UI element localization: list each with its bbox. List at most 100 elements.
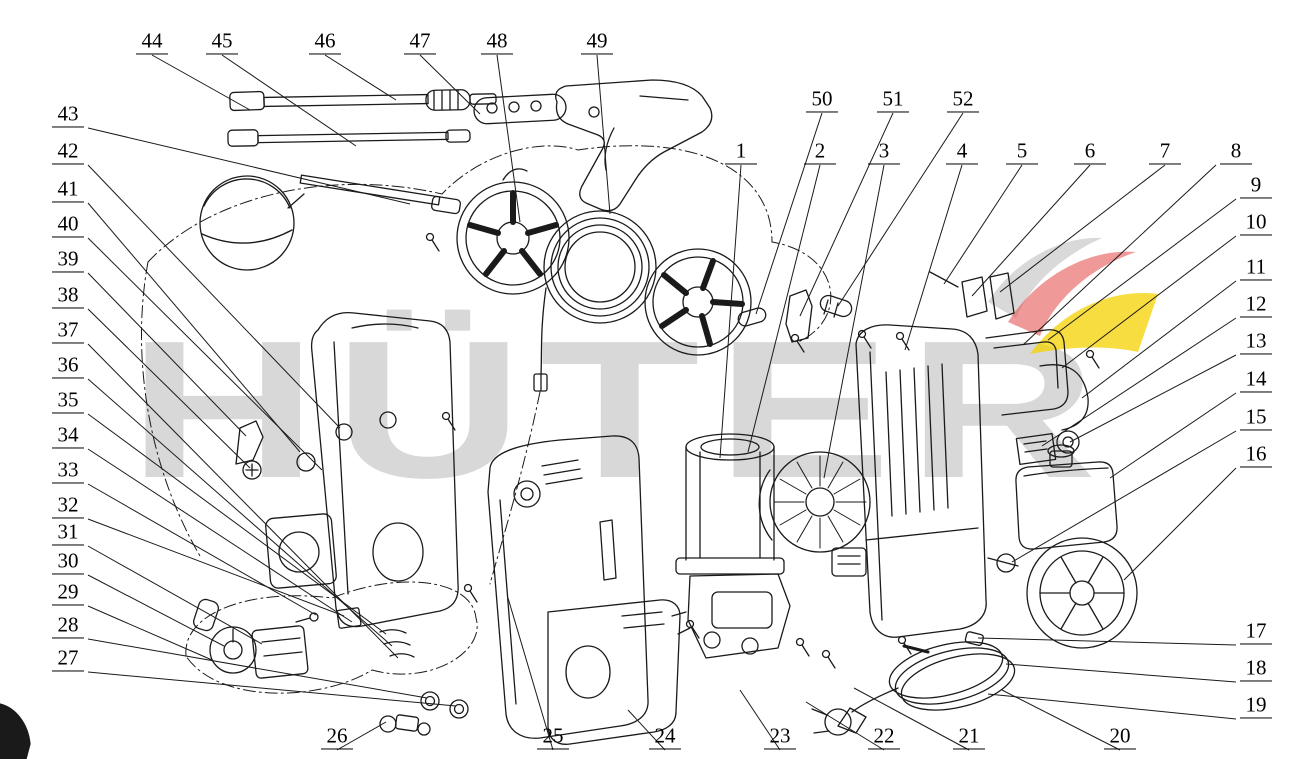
callout-15: 15 xyxy=(1240,405,1272,431)
swoosh-yellow-band xyxy=(1030,293,1158,354)
leader-line-51 xyxy=(799,112,894,317)
fan-impeller xyxy=(758,451,871,553)
callout-16: 16 xyxy=(1240,442,1272,468)
callout-33: 33 xyxy=(52,458,84,484)
callout-51: 51 xyxy=(877,87,909,113)
reel-disc-right xyxy=(644,248,752,356)
leader-line-31 xyxy=(87,545,263,645)
body-lower-panel xyxy=(547,599,681,745)
callout-44: 44 xyxy=(136,29,168,55)
callout-25: 25 xyxy=(537,724,569,750)
leader-line-22 xyxy=(805,701,885,751)
callout-4: 4 xyxy=(946,139,978,165)
callout-22: 22 xyxy=(868,724,900,750)
leader-line-34 xyxy=(87,448,353,623)
callout-37: 37 xyxy=(52,318,84,344)
leader-line-38 xyxy=(87,308,251,469)
callout-40: 40 xyxy=(52,212,84,238)
leader-line-14 xyxy=(1109,392,1237,479)
leader-line-27 xyxy=(87,671,457,707)
leader-line-50 xyxy=(755,112,823,315)
gun-bracket xyxy=(473,93,567,125)
callout-24: 24 xyxy=(649,724,681,750)
leader-line-24 xyxy=(627,709,666,751)
leader-line-37 xyxy=(87,343,399,659)
callout-48: 48 xyxy=(481,29,513,55)
callout-47: 47 xyxy=(404,29,436,55)
callout-6: 6 xyxy=(1074,139,1106,165)
motor xyxy=(675,433,785,575)
spray-gun xyxy=(555,79,713,212)
right-housing-panel xyxy=(855,324,987,638)
callout-13: 13 xyxy=(1240,329,1272,355)
leader-line-16 xyxy=(1123,467,1237,581)
callout-36: 36 xyxy=(52,353,84,379)
callout-29: 29 xyxy=(52,580,84,606)
lance-middle xyxy=(227,129,471,147)
callout-41: 41 xyxy=(52,177,84,203)
callout-35: 35 xyxy=(52,388,84,414)
leader-line-39 xyxy=(87,272,247,437)
callout-7: 7 xyxy=(1149,139,1181,165)
leader-line-36 xyxy=(87,378,393,647)
lance-top xyxy=(229,89,497,112)
leader-line-44 xyxy=(151,54,251,111)
leader-line-46 xyxy=(324,54,397,101)
leader-line-11 xyxy=(1081,280,1237,399)
leader-line-21 xyxy=(853,687,970,751)
wheel xyxy=(987,537,1138,649)
leader-line-13 xyxy=(1069,354,1237,443)
leader-line-32 xyxy=(87,518,345,617)
callout-27: 27 xyxy=(52,646,84,672)
callout-5: 5 xyxy=(1006,139,1038,165)
switch-assembly xyxy=(193,598,415,679)
callout-8: 8 xyxy=(1220,139,1252,165)
leader-line-1 xyxy=(719,164,742,459)
callout-32: 32 xyxy=(52,493,84,519)
leader-line-4 xyxy=(904,164,963,351)
leader-line-52 xyxy=(837,112,964,307)
leader-line-43 xyxy=(87,127,411,205)
pump xyxy=(671,573,791,659)
main-body-front xyxy=(487,435,649,739)
handle-parts xyxy=(929,271,1089,431)
callout-26: 26 xyxy=(321,724,353,750)
callout-46: 46 xyxy=(309,29,341,55)
callout-38: 38 xyxy=(52,283,84,309)
leader-line-33 xyxy=(87,483,317,616)
callout-11: 11 xyxy=(1240,255,1272,281)
leader-line-9 xyxy=(1047,198,1237,341)
leader-line-3 xyxy=(823,164,885,479)
callout-20: 20 xyxy=(1104,724,1136,750)
callout-23: 23 xyxy=(764,724,796,750)
callout-39: 39 xyxy=(52,247,84,273)
left-clips xyxy=(235,420,316,480)
callout-10: 10 xyxy=(1240,210,1272,236)
leader-line-19 xyxy=(987,693,1237,720)
leader-line-25 xyxy=(507,597,554,751)
leader-line-7 xyxy=(999,164,1166,293)
leader-line-17 xyxy=(977,637,1237,646)
tank-cap xyxy=(1056,430,1080,454)
swoosh-red-band xyxy=(1008,251,1136,336)
spray-gun-trigger xyxy=(604,127,615,171)
leader-line-23 xyxy=(739,689,781,751)
terminal-box xyxy=(831,547,867,577)
callout-3: 3 xyxy=(868,139,900,165)
callout-50: 50 xyxy=(806,87,838,113)
callout-21: 21 xyxy=(953,724,985,750)
inlet-fitting xyxy=(379,714,431,736)
reel-disc-left xyxy=(456,168,570,295)
callout-17: 17 xyxy=(1240,619,1272,645)
power-cord xyxy=(811,631,1016,736)
left-housing-panel xyxy=(265,311,459,628)
leader-line-8 xyxy=(1023,164,1217,345)
callout-9: 9 xyxy=(1240,173,1272,199)
callout-14: 14 xyxy=(1240,367,1272,393)
leader-line-12 xyxy=(1041,317,1237,447)
